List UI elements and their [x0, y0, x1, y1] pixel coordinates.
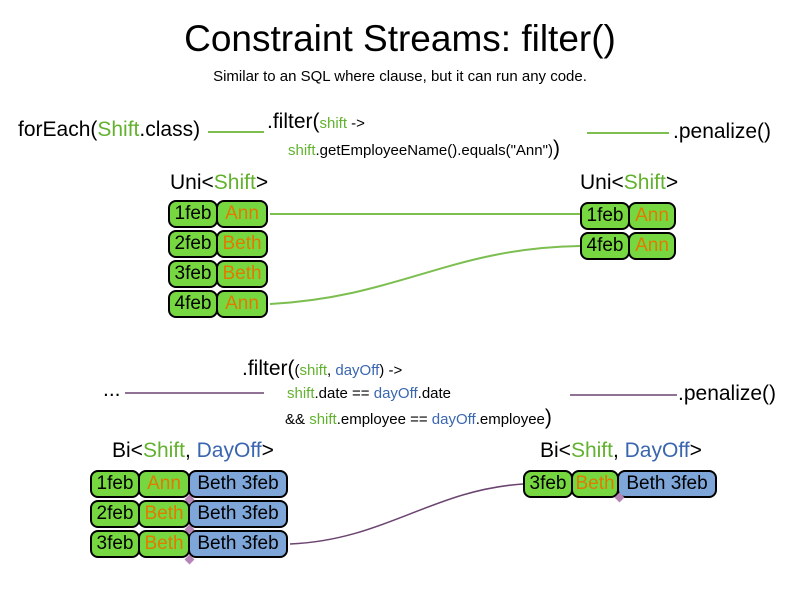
shift-date-cell: 3feb: [168, 260, 218, 288]
shift-date-cell: 2feb: [168, 230, 218, 258]
filter2-param-dayoff: dayOff: [335, 362, 380, 379]
filter1-keyword: .filter(: [267, 110, 320, 133]
filter1-body-rest: .getEmployeeName().equals("Ann"): [315, 142, 553, 159]
cond2-dayoff: dayOff: [431, 411, 476, 428]
filter2-condition1: shift.date == dayOff.date: [287, 385, 451, 402]
table-row: 3feb Beth Beth 3feb: [90, 530, 288, 558]
shift-employee-cell: Beth: [138, 500, 190, 528]
dayoff-cell: Beth 3feb: [617, 470, 717, 498]
bi-label-sep: ,: [612, 439, 625, 462]
bi-label-post: >: [689, 439, 702, 462]
dayoff-cell: Beth 3feb: [188, 500, 288, 528]
shift-employee-cell: Beth: [138, 530, 190, 558]
bi-label-sep: ,: [184, 439, 197, 462]
cond2-mid: .employee ==: [336, 411, 432, 428]
filter1-arrow: ->: [347, 115, 365, 132]
cond2-end: .employee: [475, 411, 545, 428]
uni-label-post: >: [255, 171, 269, 194]
table-row: 4feb Ann: [168, 290, 268, 318]
bottom-right-bi-table: 3feb Beth Beth 3feb: [523, 470, 717, 498]
shift-date-cell: 2feb: [90, 500, 140, 528]
table-row: 3feb Beth: [168, 260, 268, 288]
slide-subtitle: Similar to an SQL where clause, but it c…: [213, 68, 587, 85]
filter1-close-paren: ): [552, 137, 560, 160]
filter2-keyword: .filter(: [242, 357, 295, 380]
shift-employee-cell: Ann: [216, 200, 268, 228]
dayoff-cell: Beth 3feb: [188, 470, 288, 498]
bi-label-dayoff: DayOff: [624, 439, 690, 462]
cond1-end: .date: [417, 385, 452, 402]
filter2-arrow: ->: [384, 362, 403, 379]
filter1-head: .filter(shift ->: [267, 110, 365, 134]
filter2-condition2: && shift.employee == dayOff.employee): [285, 406, 552, 430]
filter1-body: shift.getEmployeeName().equals("Ann")): [288, 137, 560, 161]
shift-employee-cell: Beth: [216, 230, 268, 258]
filter2-param-sep: ,: [327, 362, 336, 379]
bi-label-shift: Shift: [570, 439, 613, 462]
uni-label-type: Shift: [213, 171, 256, 194]
top-right-shift-table: 1feb Ann 4feb Ann: [580, 202, 676, 260]
shift-date-cell: 3feb: [523, 470, 573, 498]
connector-bi-3feb-curve: [289, 483, 524, 545]
connector-shift-4feb-curve: [269, 245, 581, 305]
foreach-pre: forEach(: [18, 118, 98, 141]
source-ellipsis: ...: [103, 378, 121, 401]
filter2-close-paren: ): [544, 406, 552, 429]
cond2-and: &&: [285, 411, 310, 428]
shift-employee-cell: Ann: [138, 470, 190, 498]
shift-date-cell: 1feb: [90, 470, 140, 498]
bi-label-right: Bi<Shift, DayOff>: [540, 439, 702, 463]
bi-label-pre: Bi<: [112, 439, 143, 462]
foreach-post: .class): [139, 118, 201, 141]
cond1-shift: shift: [287, 385, 315, 402]
shift-employee-cell: Ann: [628, 202, 676, 230]
shift-employee-cell: Ann: [216, 290, 268, 318]
table-row: 1feb Ann Beth 3feb: [90, 470, 288, 498]
uni-label-type: Shift: [623, 171, 666, 194]
bottom-left-bi-table: 1feb Ann Beth 3feb 2feb Beth Beth 3feb 3…: [90, 470, 288, 558]
uni-shift-label-right: Uni<Shift>: [580, 171, 678, 195]
table-row: 2feb Beth Beth 3feb: [90, 500, 288, 528]
shift-date-cell: 3feb: [90, 530, 140, 558]
filter1-param: shift: [319, 115, 348, 132]
filter2-params-close: ): [379, 362, 385, 379]
uni-label-pre: Uni<: [580, 171, 624, 194]
filter1-body-param: shift: [288, 142, 316, 159]
shift-date-cell: 1feb: [168, 200, 218, 228]
table-row: 4feb Ann: [580, 232, 676, 260]
shift-date-cell: 1feb: [580, 202, 630, 230]
foreach-class-token: Shift: [97, 118, 140, 141]
top-left-shift-table: 1feb Ann 2feb Beth 3feb Beth 4feb Ann: [168, 200, 268, 318]
bi-label-left: Bi<Shift, DayOff>: [112, 439, 274, 463]
shift-employee-cell: Ann: [628, 232, 676, 260]
dayoff-cell: Beth 3feb: [188, 530, 288, 558]
table-row: 2feb Beth: [168, 230, 268, 258]
table-row: 3feb Beth Beth 3feb: [523, 470, 717, 498]
shift-date-cell: 4feb: [580, 232, 630, 260]
cond1-dayoff: dayOff: [373, 385, 418, 402]
shift-employee-cell: Beth: [216, 260, 268, 288]
bi-label-shift: Shift: [142, 439, 185, 462]
penalize2-expression: .penalize(): [678, 382, 777, 405]
shift-employee-cell: Beth: [571, 470, 619, 498]
cond2-shift: shift: [309, 411, 337, 428]
table-row: 1feb Ann: [580, 202, 676, 230]
uni-label-pre: Uni<: [170, 171, 214, 194]
bi-label-post: >: [261, 439, 274, 462]
filter2-param-shift: shift: [299, 362, 328, 379]
table-row: 1feb Ann: [168, 200, 268, 228]
filter2-params-open: (: [294, 362, 300, 379]
cond1-mid: .date ==: [314, 385, 374, 402]
uni-label-post: >: [665, 171, 679, 194]
slide-title: Constraint Streams: filter(): [184, 18, 616, 59]
bi-label-dayoff: DayOff: [196, 439, 262, 462]
shift-date-cell: 4feb: [168, 290, 218, 318]
penalize1-expression: .penalize(): [673, 120, 772, 143]
filter2-head: .filter((shift, dayOff) ->: [242, 357, 402, 381]
uni-shift-label-left: Uni<Shift>: [170, 171, 268, 195]
bi-label-pre: Bi<: [540, 439, 571, 462]
foreach-expression: forEach(Shift.class): [18, 118, 200, 142]
